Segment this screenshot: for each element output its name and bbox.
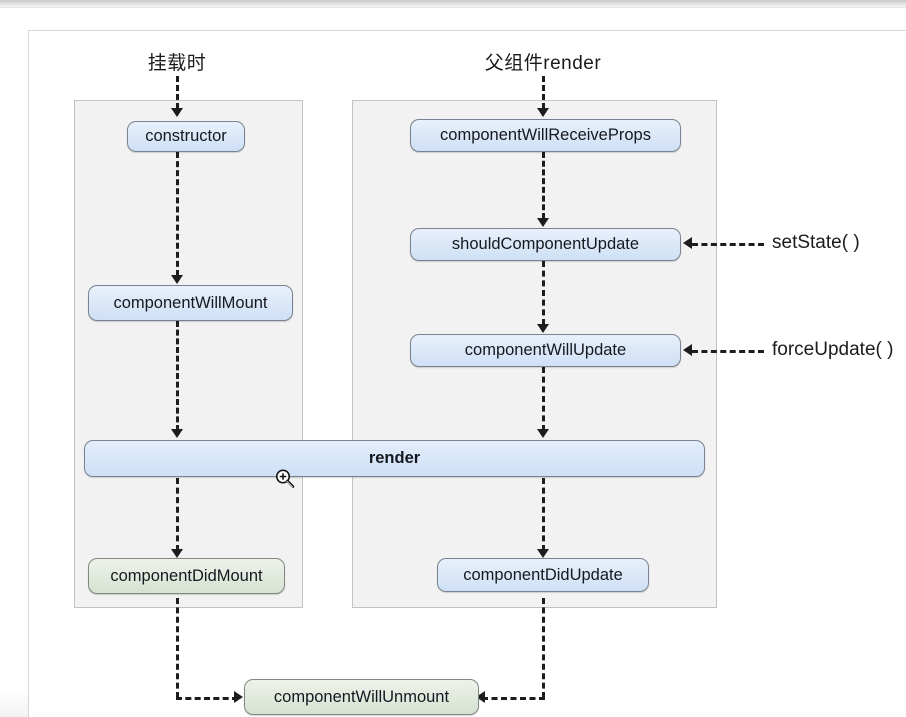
node-component-will-update[interactable]: componentWillUpdate: [410, 334, 681, 367]
arrowhead-did-update: [537, 549, 549, 558]
node-component-will-receive-props[interactable]: componentWillReceiveProps: [410, 119, 681, 152]
arrowhead-render-left: [171, 429, 183, 438]
arrowhead-unmount-right: [476, 691, 485, 703]
arrowhead-set-state: [683, 237, 692, 249]
phase-label-mount: 挂载时: [147, 53, 207, 74]
arrowhead-should-update: [537, 218, 549, 227]
magnifier-plus-icon: [274, 468, 296, 490]
connector-will-update-to-render: [542, 367, 545, 431]
arrowhead-render-right: [537, 429, 549, 438]
node-component-did-mount[interactable]: componentDidMount: [88, 558, 285, 594]
connector-did-mount-to-unmount-horizontal: [176, 697, 238, 700]
node-component-will-mount[interactable]: componentWillMount: [88, 285, 293, 321]
connector-did-mount-to-unmount-vertical: [176, 598, 179, 698]
node-constructor[interactable]: constructor: [127, 121, 245, 152]
arrowhead-will-update: [537, 324, 549, 333]
trigger-label-set-state: setState( ): [772, 232, 860, 253]
node-render[interactable]: render: [84, 440, 705, 477]
window-top-divider: [0, 7, 906, 8]
connector-did-update-to-unmount-horizontal: [482, 697, 545, 700]
connector-force-update: [692, 350, 764, 353]
connector-set-state: [692, 243, 764, 246]
connector-did-update-to-unmount-vertical: [542, 598, 545, 698]
node-component-will-unmount[interactable]: componentWillUnmount: [244, 679, 479, 715]
connector-update-entry: [542, 76, 545, 109]
trigger-label-force-update: forceUpdate( ): [772, 339, 894, 360]
arrowhead-update-entry: [537, 108, 549, 117]
arrowhead-force-update: [683, 344, 692, 356]
connector-should-update-to-will-update: [542, 261, 545, 325]
connector-mount-entry: [176, 76, 179, 109]
arrowhead-did-mount: [171, 549, 183, 558]
connector-will-mount-to-render: [176, 321, 179, 431]
connector-receive-props-to-should-update: [542, 152, 545, 219]
arrowhead-will-mount: [171, 275, 183, 284]
connector-render-to-did-mount: [176, 478, 179, 551]
panel-mount-phase: [74, 100, 303, 608]
arrowhead-mount-entry: [171, 108, 183, 117]
node-should-component-update[interactable]: shouldComponentUpdate: [410, 228, 681, 261]
connector-render-to-did-update: [542, 478, 545, 551]
window-top-chrome: [0, 0, 906, 7]
arrowhead-unmount-left: [234, 691, 243, 703]
node-component-did-update[interactable]: componentDidUpdate: [437, 558, 649, 592]
phase-label-update: 父组件render: [484, 53, 602, 74]
connector-constructor-to-will-mount: [176, 152, 179, 276]
